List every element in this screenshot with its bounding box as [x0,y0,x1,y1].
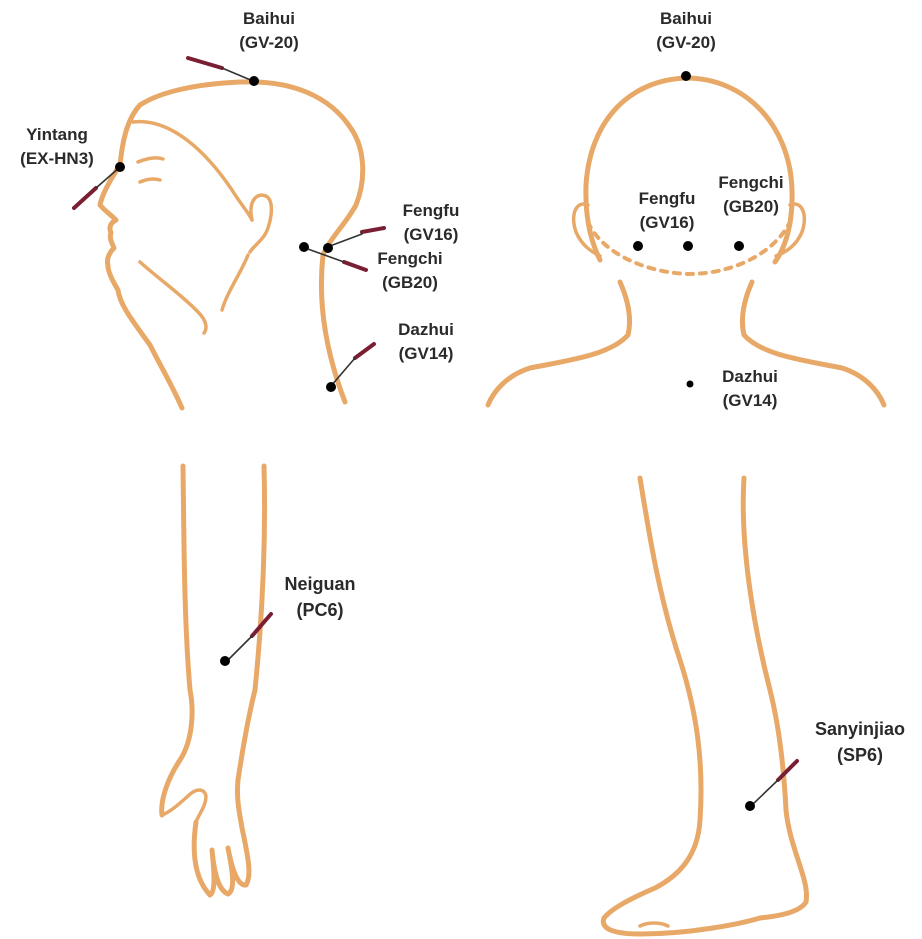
yintang-needle [74,188,96,208]
hand-thumb [162,790,206,822]
side-head-labels: Baihui (GV-20) Yintang (EX-HN3) Fengfu (… [20,9,459,363]
fengfu-name-label: Fengfu [403,201,460,220]
back-right-neck-shoulder [742,282,884,405]
sanyinjiao-code-label: (SP6) [837,745,883,765]
leg-back-edge [604,478,701,918]
back-dazhui-point [687,381,694,388]
lower-leg-points: Sanyinjiao (SP6) [745,719,905,811]
back-fengchi-name-label: Fengchi [718,173,783,192]
back-left-neck-shoulder [488,282,630,405]
neiguan-point [220,656,230,666]
fengchi-needle [344,262,366,270]
forearm-figure [162,466,265,895]
leg-toes [640,923,668,926]
back-baihui-name-label: Baihui [660,9,712,28]
back-fengfu-point [683,241,693,251]
neiguan-name-label: Neiguan [284,574,355,594]
side-neck-front [222,255,248,310]
lower-leg-figure [603,478,806,934]
baihui-needle-tip [222,68,253,81]
sanyinjiao-name-label: Sanyinjiao [815,719,905,739]
baihui-code-label: (GV-20) [239,33,299,52]
leg-front-edge [743,478,806,918]
back-head-outline [586,78,792,262]
leg-foot-sole [603,918,760,934]
forearm-points: Neiguan (PC6) [220,574,356,666]
back-baihui-code-label: (GV-20) [656,33,716,52]
back-fengchi-right-point [734,241,744,251]
sanyinjiao-point [745,801,755,811]
fengfu-point [323,243,333,253]
neiguan-code-label: (PC6) [296,600,343,620]
side-ear [250,195,271,252]
dazhui-needle [355,344,374,358]
back-dazhui-name-label: Dazhui [722,367,778,386]
fengfu-code-label: (GV16) [404,225,459,244]
sanyinjiao-needle-tip [751,780,778,806]
back-dazhui-code-label: (GV14) [723,391,778,410]
dazhui-point [326,382,336,392]
back-baihui-point [681,71,691,81]
yintang-code-label: (EX-HN3) [20,149,94,168]
yintang-name-label: Yintang [26,125,88,144]
back-fengfu-name-label: Fengfu [639,189,696,208]
fengchi-code-label: (GB20) [382,273,438,292]
dazhui-code-label: (GV14) [399,344,454,363]
back-fengchi-code-label: (GB20) [723,197,779,216]
forearm-left-edge [162,466,192,815]
side-jawline [140,262,206,333]
side-head-points [74,58,384,392]
side-hairline [133,122,252,220]
side-eyebrow [138,158,163,162]
baihui-point [249,76,259,86]
back-fengfu-code-label: (GV16) [640,213,695,232]
neiguan-needle-tip [226,636,252,662]
fengfu-needle [362,228,384,232]
baihui-needle [188,58,222,68]
side-eye [140,179,160,182]
hand-fingers [194,822,249,895]
baihui-name-label: Baihui [243,9,295,28]
fengchi-point [299,242,309,252]
side-head-figure [100,82,363,408]
fengchi-name-label: Fengchi [377,249,442,268]
back-fengchi-left-point [633,241,643,251]
dazhui-name-label: Dazhui [398,320,454,339]
side-head-outline [100,82,363,408]
yintang-point [115,162,125,172]
